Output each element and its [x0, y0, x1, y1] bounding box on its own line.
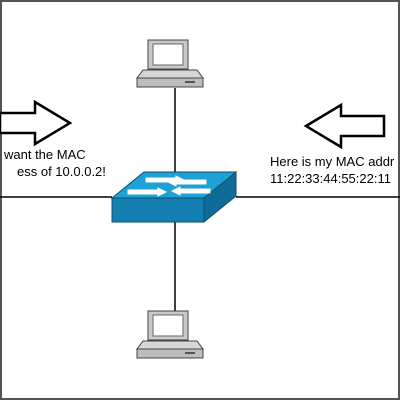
left-message-line-1: want the MAC: [4, 147, 86, 162]
top-computer-icon: [136, 39, 204, 88]
left-message-line-2: ess of 10.0.0.2!: [17, 164, 106, 179]
right-message-line-2: 11:22:33:44:55:22:11: [270, 171, 391, 186]
right-message-line-1: Here is my MAC addr: [270, 154, 395, 169]
right-arrow-icon: [0, 99, 73, 147]
left-arrow-icon: [303, 102, 386, 150]
network-switch-icon: [110, 170, 238, 224]
bottom-computer-icon: [136, 310, 204, 359]
